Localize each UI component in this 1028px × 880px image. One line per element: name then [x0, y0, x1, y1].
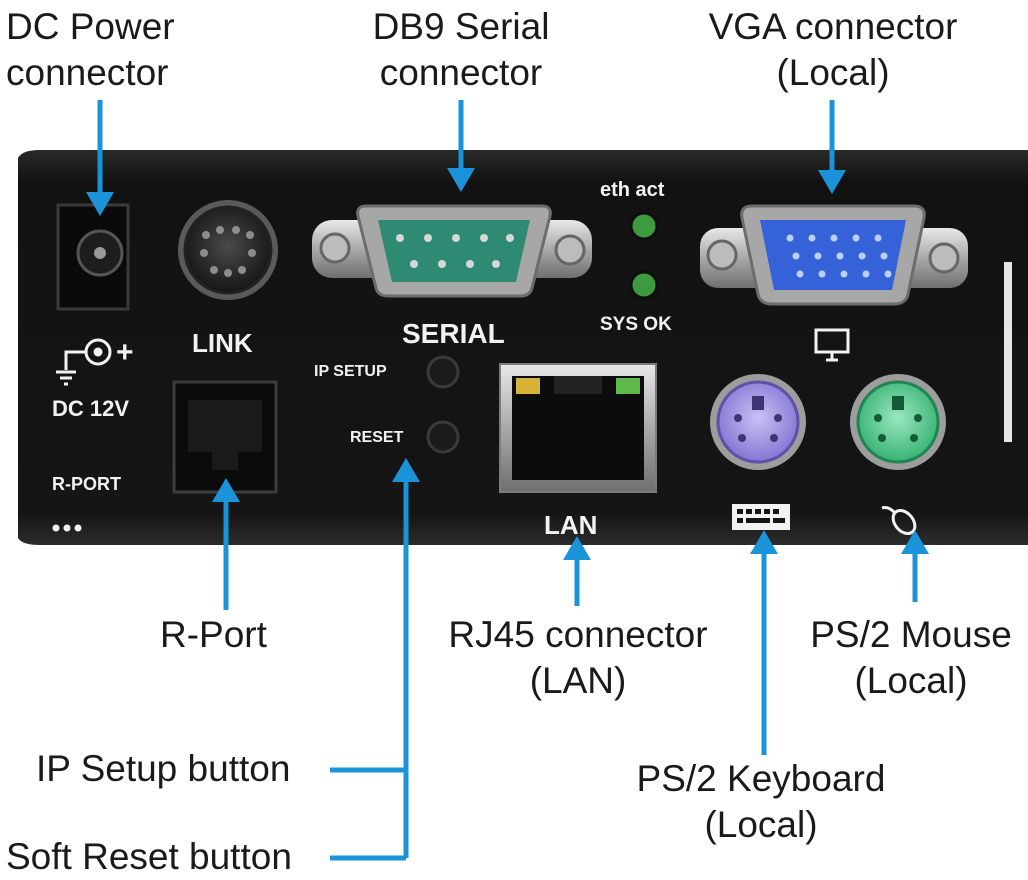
r-port-label: R-PORT: [52, 474, 121, 494]
callout-ip-setup: IP Setup button: [36, 746, 290, 792]
arrow-buttons-bracket: [330, 478, 409, 861]
callout-rj45-line2: (LAN): [529, 660, 627, 701]
callout-r-port: R-Port: [160, 612, 267, 658]
callout-db9-serial: DB9 Serial connector: [350, 4, 572, 96]
vga-port: [700, 204, 968, 306]
r-port-dots: [52, 524, 82, 532]
lan-label: LAN: [544, 510, 597, 540]
callout-ps2-keyboard-line1: PS/2 Keyboard: [636, 758, 886, 799]
callout-vga: VGA connector (Local): [680, 4, 986, 96]
db9-serial-port: [312, 204, 592, 298]
callout-ps2-mouse-line1: PS/2 Mouse: [810, 614, 1012, 655]
led-indicators: [629, 211, 659, 300]
callout-rj45: RJ45 connector (LAN): [426, 612, 730, 704]
r-port-jack: [172, 380, 278, 494]
reset-button: [426, 420, 460, 454]
callout-ip-setup-line1: IP Setup button: [36, 748, 291, 789]
mouse-icon: [881, 506, 917, 536]
link-port: [178, 200, 278, 300]
eth-act-led: [629, 211, 659, 241]
dc-polarity-icon: [56, 338, 112, 386]
callout-ps2-mouse-line2: (Local): [854, 660, 968, 701]
power-plus-label: +: [116, 336, 134, 369]
callout-ps2-keyboard-line2: (Local): [704, 804, 818, 845]
eth-act-label: eth act: [600, 179, 665, 201]
callout-ps2-keyboard: PS/2 Keyboard (Local): [608, 756, 914, 848]
keyboard-icon: [732, 504, 790, 530]
panel-edge-highlight: [1004, 262, 1012, 442]
reset-label: RESET: [350, 429, 404, 446]
callout-r-port-line1: R-Port: [160, 614, 267, 655]
dc-power-jack: [56, 203, 130, 311]
callout-dc-power: DC Power connector: [6, 4, 175, 96]
callout-rj45-line1: RJ45 connector: [448, 614, 708, 655]
callout-vga-line1: VGA connector: [708, 6, 958, 47]
callout-ps2-mouse: PS/2 Mouse (Local): [796, 612, 1026, 704]
sys-ok-label: SYS OK: [600, 314, 672, 335]
dc-12v-label: DC 12V: [52, 396, 129, 421]
serial-label: SERIAL: [402, 318, 505, 349]
ip-setup-button: [426, 355, 460, 389]
sys-ok-led: [629, 270, 659, 300]
callout-dc-power-line1: DC Power: [6, 6, 175, 47]
callout-vga-line2: (Local): [776, 52, 890, 93]
rj45-lan-port: [499, 363, 657, 493]
callout-db9-serial-line1: DB9 Serial: [372, 6, 550, 47]
link-label: LINK: [192, 328, 253, 358]
ps2-keyboard-port: [710, 374, 806, 470]
monitor-icon: [814, 328, 850, 362]
callout-db9-serial-line2: connector: [379, 52, 543, 93]
callout-soft-reset-line1: Soft Reset button: [6, 836, 292, 877]
ip-setup-label: IP SETUP: [314, 363, 387, 380]
callout-soft-reset: Soft Reset button: [6, 834, 292, 880]
ps2-mouse-port: [850, 374, 946, 470]
callout-dc-power-line2: connector: [6, 52, 169, 93]
